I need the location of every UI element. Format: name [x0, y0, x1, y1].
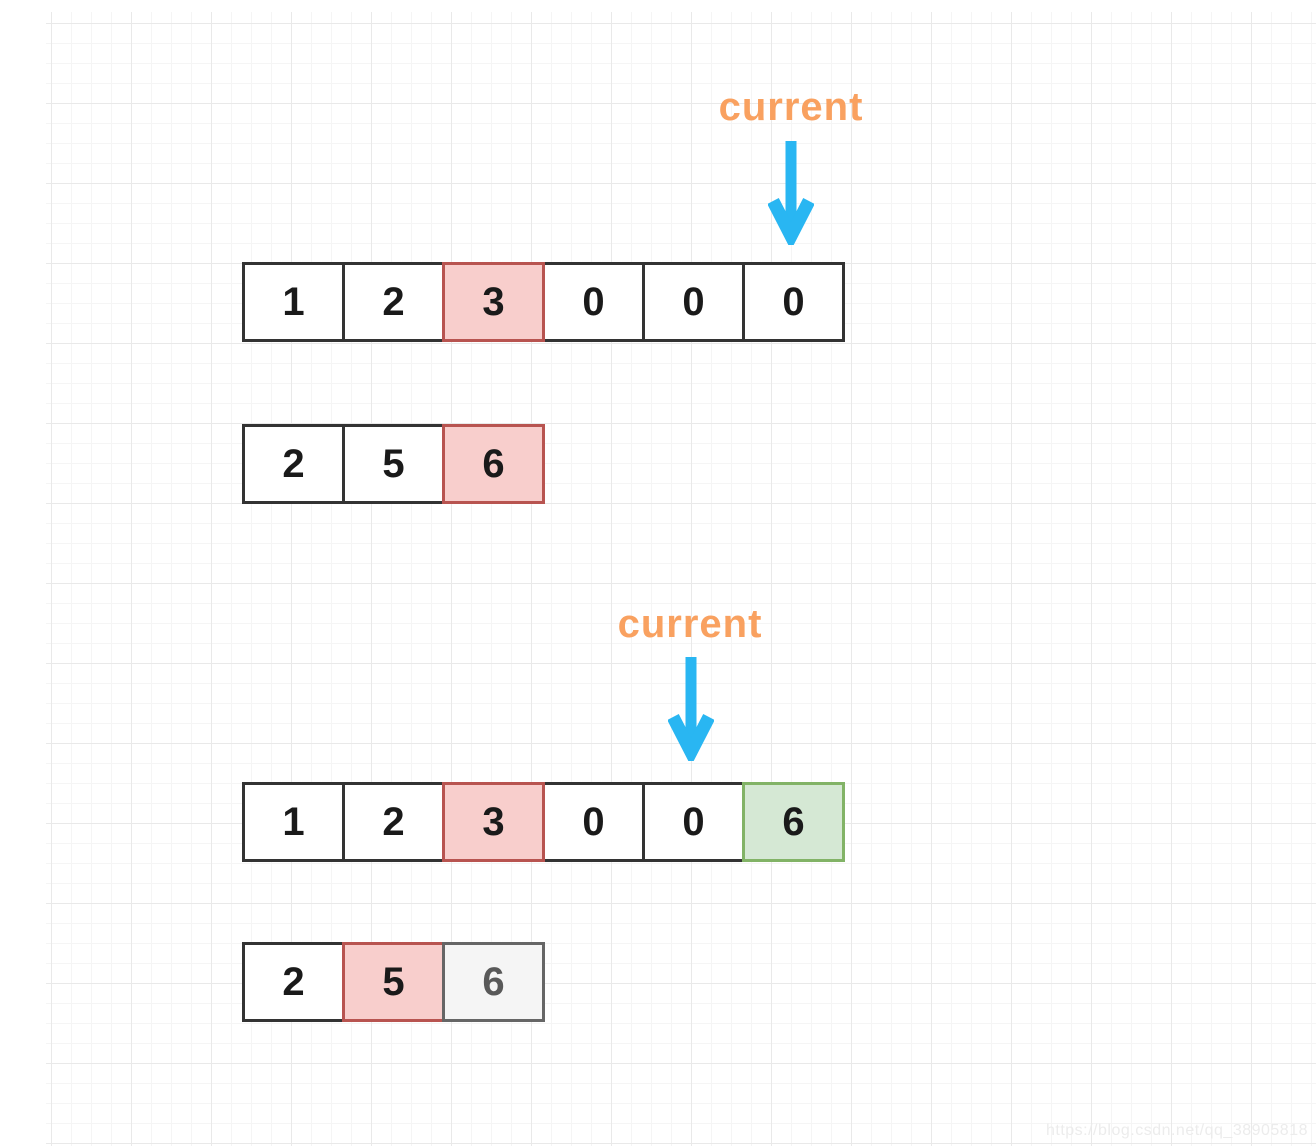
watermark-url: https://blog.csdn.net/qq_38905818 [1045, 1122, 1308, 1139]
array-cell: 2 [342, 782, 445, 862]
array-cell-highlight-red: 3 [442, 782, 545, 862]
array-cell: 1 [242, 262, 345, 342]
array-cell: 2 [242, 424, 345, 504]
array-nums2-after: 2 5 6 [242, 942, 545, 1022]
down-arrow-icon-2 [668, 657, 714, 761]
array-cell-highlight-gray: 6 [442, 942, 545, 1022]
array-cell: 0 [642, 782, 745, 862]
array-nums1-before: 1 2 3 0 0 0 [242, 262, 845, 342]
array-cell: 0 [642, 262, 745, 342]
array-cell-highlight-red: 3 [442, 262, 545, 342]
current-label-2: current [617, 602, 763, 646]
down-arrow-icon-1 [768, 141, 814, 245]
array-cell-highlight-green: 6 [742, 782, 845, 862]
array-cell: 2 [342, 262, 445, 342]
array-cell-highlight-red: 5 [342, 942, 445, 1022]
array-nums1-after: 1 2 3 0 0 6 [242, 782, 845, 862]
current-label-1: current [718, 85, 864, 129]
array-cell-highlight-red: 6 [442, 424, 545, 504]
array-cell: 1 [242, 782, 345, 862]
array-cell: 0 [742, 262, 845, 342]
array-cell: 2 [242, 942, 345, 1022]
array-cell: 0 [542, 262, 645, 342]
grid-background [46, 12, 1316, 1146]
array-cell: 5 [342, 424, 445, 504]
array-nums2-before: 2 5 6 [242, 424, 545, 504]
array-cell: 0 [542, 782, 645, 862]
